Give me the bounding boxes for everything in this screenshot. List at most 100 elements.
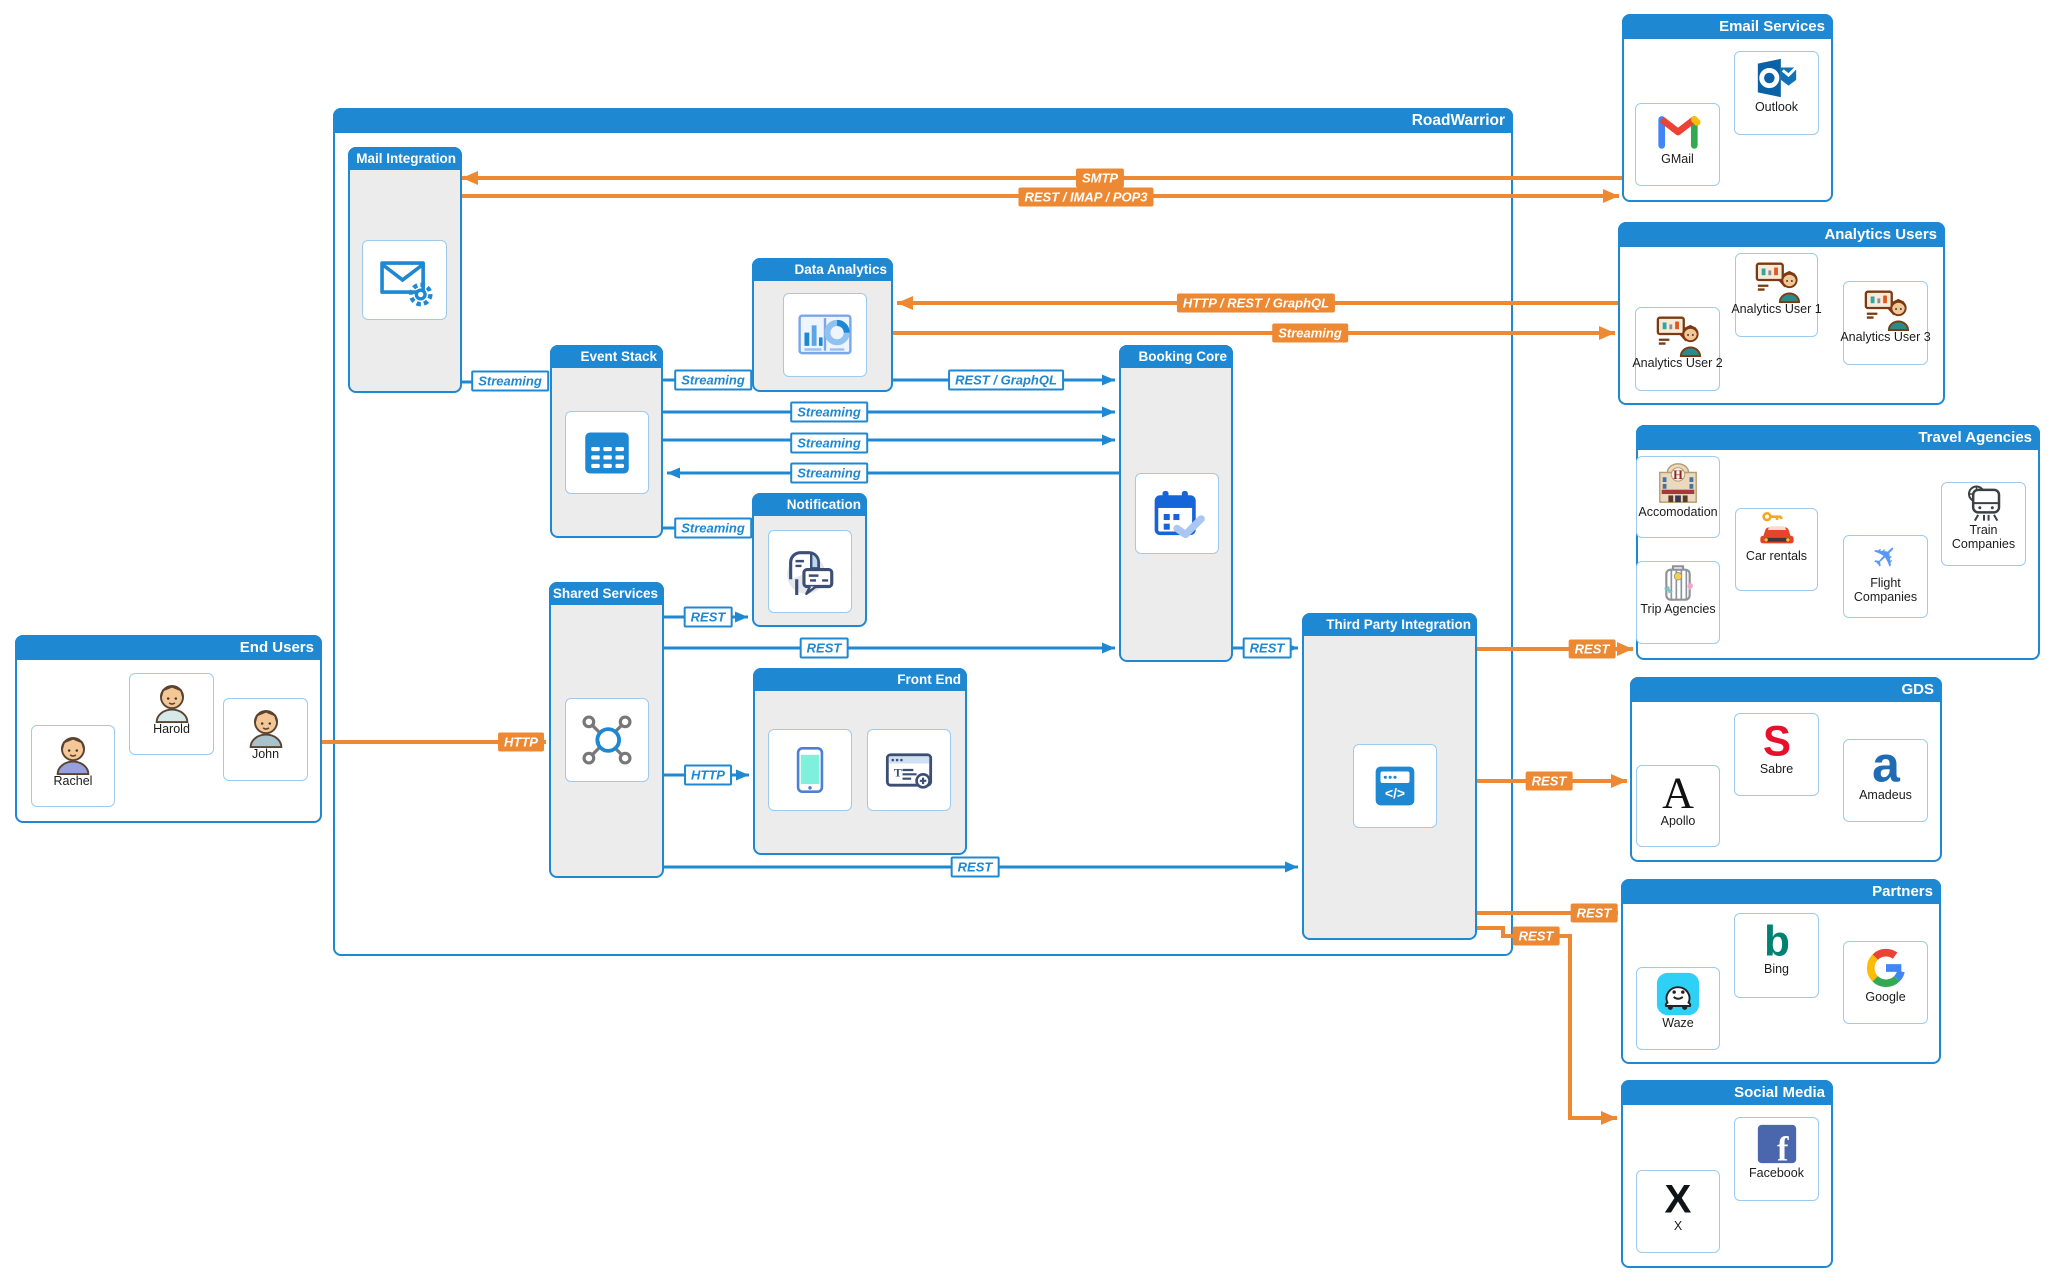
group-title: Social Media [1621,1080,1833,1105]
connection-label: REST [1512,926,1560,946]
connection-label: SMTP [1075,168,1125,188]
analytics-user-icon [1863,285,1909,331]
item-label: Facebook [1749,1166,1804,1180]
notification-mailbox-icon [768,530,852,613]
person-harold-icon [149,677,195,723]
item-flight-companies[interactable]: ✈Flight Companies [1843,535,1928,618]
train-icon [1964,484,2004,524]
item-rachel[interactable]: Rachel [31,725,115,807]
svg-text:</>: </> [1385,785,1405,801]
connection-label: HTTP [498,732,544,752]
svg-text:f: f [1777,1130,1789,1167]
connection-label: REST [1525,771,1573,791]
bing-b-icon: b [1754,917,1800,963]
connection-c9 [1477,926,1617,1125]
analytics-user-icon [1754,257,1800,303]
item-gmail[interactable]: GMail [1635,103,1720,186]
group-title: End Users [15,635,322,660]
item-train-companies[interactable]: Train Companies [1941,482,2026,566]
item-analytics-user-1[interactable]: Analytics User 1 [1731,253,1822,337]
item-outlook[interactable]: Outlook [1734,51,1819,135]
connection-label: REST [1570,903,1618,923]
item-label: Flight Companies [1853,576,1918,604]
group-title: Email Services [1622,14,1833,39]
item-label: Amadeus [1859,788,1912,802]
system-title: Booking Core [1119,345,1233,368]
connection-label: HTTP / REST / GraphQL [1176,293,1336,313]
svg-text:a: a [1872,743,1901,789]
system-title: Data Analytics [752,258,893,281]
group-title: GDS [1630,677,1942,702]
connection-label: REST / IMAP / POP3 [1018,187,1154,207]
system-title: Front End [753,668,967,691]
item-label: GMail [1661,152,1694,166]
x-logo-icon: X [1655,1174,1701,1220]
svg-text:X: X [1665,1176,1692,1220]
item-label: Google [1865,990,1906,1004]
svg-text:H: H [1673,468,1683,482]
item-google[interactable]: Google [1843,941,1928,1024]
connection-label: REST [799,637,849,659]
connection-label: Streaming [674,517,752,539]
plane-icon: ✈ [1866,537,1906,577]
google-g-icon [1863,945,1909,991]
system-title: Third Party Integration [1302,613,1477,636]
item-label: Waze [1662,1016,1694,1030]
connection-label: REST [1242,637,1292,659]
gmail-icon [1655,107,1701,153]
group-title: Travel Agencies [1636,425,2040,450]
connection-label: REST [950,856,1000,878]
facebook-f-icon: f [1754,1121,1800,1167]
item-label: Analytics User 2 [1632,356,1723,370]
svg-text:T: T [894,766,902,780]
item-label: Rachel [53,774,93,788]
group-title: RoadWarrior [333,108,1513,133]
item-label: Outlook [1754,100,1799,114]
item-trip-agencies[interactable]: Trip Agencies [1636,561,1720,644]
item-harold[interactable]: Harold [129,673,214,755]
system-title: Shared Services [549,582,664,605]
luggage-icon [1658,563,1698,603]
connection-label: Streaming [1272,323,1348,343]
svg-text:b: b [1764,917,1790,963]
item-label: Sabre [1759,762,1794,776]
api-code-icon: </> [1353,744,1437,828]
connection-label: Streaming [471,370,549,392]
system-title: Event Stack [550,345,663,368]
item-label: X [1673,1219,1683,1233]
sabre-s-icon: S [1754,717,1800,763]
mail-gear-icon [362,240,447,320]
hub-network-icon [565,698,649,782]
item-label: John [251,747,280,761]
analytics-charts-icon [783,293,867,377]
item-analytics-user-3[interactable]: Analytics User 3 [1840,281,1931,365]
item-label: Trip Agencies [1640,602,1716,616]
svg-text:A: A [1662,769,1694,815]
item-analytics-user-2[interactable]: Analytics User 2 [1632,307,1723,391]
connection-label: Streaming [790,401,868,423]
group-title: Partners [1621,879,1941,904]
item-label: Accomodation [1638,505,1718,519]
item-waze[interactable]: Waze [1636,967,1720,1050]
item-label: Analytics User 3 [1840,330,1931,344]
person-rachel-icon [50,729,96,775]
connection-label: Streaming [674,369,752,391]
item-car-rentals[interactable]: Car rentals [1735,508,1818,591]
item-label: Train Companies [1951,523,2016,551]
item-john[interactable]: John [223,698,308,781]
system-title: Notification [752,493,867,516]
person-john-icon [243,702,289,748]
connection-label: REST [683,606,733,628]
item-label: Car rentals [1745,549,1808,563]
apollo-a-icon: A [1655,769,1701,815]
web-app-icon: T [867,729,951,811]
group-title: Analytics Users [1618,222,1945,247]
connection-label: REST / GraphQL [948,369,1064,391]
item-accomodation[interactable]: H Accomodation [1636,456,1720,538]
